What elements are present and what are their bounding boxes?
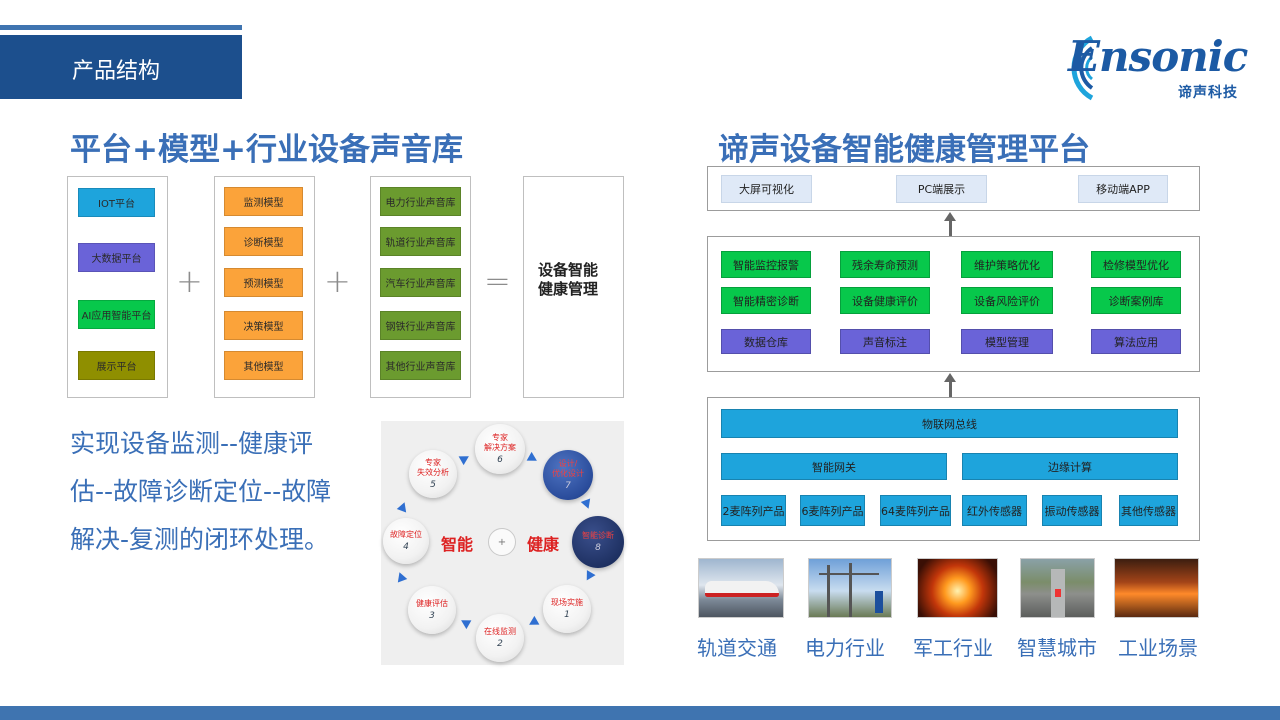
model-chip-other: 其他模型	[224, 351, 303, 380]
platform-chip-iot: IOT平台	[78, 188, 155, 217]
app-chip-repair-model-opt: 检修模型优化	[1091, 251, 1181, 278]
cycle-node-number: 2	[497, 639, 503, 649]
cycle-node-fault-locate: 故障定位 4	[383, 518, 429, 564]
gateway-chip: 智能网关	[721, 453, 947, 480]
plus-operator-1: +	[176, 262, 203, 300]
industry-caption-military: 军工行业	[913, 636, 993, 660]
model-chip-diagnose: 诊断模型	[224, 227, 303, 256]
app-chip-monitor-alarm: 智能监控报警	[721, 251, 811, 278]
platform-chip-ai: AI应用智能平台	[78, 300, 155, 329]
left-heading: 平台+模型+行业设备声音库	[70, 132, 463, 168]
cycle-node-label: 智能诊断	[582, 531, 614, 540]
cycle-node-label: 现场实施	[551, 598, 583, 607]
right-heading: 谛声设备智能健康管理平台	[718, 132, 1090, 168]
equals-operator: =	[484, 262, 511, 300]
header-accent-line	[0, 25, 242, 30]
sound-wave-icon	[1071, 35, 1094, 101]
cycle-node-onsite: 现场实施 1	[543, 585, 591, 633]
cycle-node-number: 3	[429, 611, 435, 621]
library-chip-steel: 钢铁行业声音库	[380, 311, 461, 340]
industry-caption-industrial: 工业场景	[1118, 636, 1198, 660]
industrial-scene-image	[1114, 558, 1199, 618]
power-industry-image	[808, 558, 892, 618]
model-chip-predict: 预测模型	[224, 268, 303, 297]
app-chip-risk-eval: 设备风险评价	[961, 287, 1053, 314]
header-title: 产品结构	[72, 59, 161, 84]
app-chip-health-eval: 设备健康评价	[840, 287, 930, 314]
cycle-node-number: 8	[595, 543, 601, 553]
model-chip-monitor: 监测模型	[224, 187, 303, 216]
app-chip-rul-predict: 残余寿命预测	[840, 251, 930, 278]
app-chip-maintenance-opt: 维护策略优化	[961, 251, 1053, 278]
cycle-node-number: 7	[565, 481, 571, 491]
cycle-node-expert-analysis: 专家 失效分析 5	[409, 450, 457, 498]
company-logo: Ensonic 谛声科技	[1052, 30, 1262, 106]
platform-chip-display: 展示平台	[78, 351, 155, 380]
closed-loop-description: 实现设备监测--健康评估--故障诊断定位--故障解决-复测的闭环处理。	[70, 429, 332, 554]
cycle-node-number: 4	[403, 542, 409, 552]
iot-bus-chip: 物联网总线	[721, 409, 1178, 438]
cycle-node-label: 设计/ 优化设计	[552, 459, 584, 478]
plus-operator-2: +	[324, 262, 351, 300]
cycle-node-design: 设计/ 优化设计 7	[543, 450, 593, 500]
footer-bar	[0, 706, 1280, 720]
up-arrow-icon	[944, 373, 956, 382]
cycle-node-label: 故障定位	[390, 530, 422, 539]
display-chip-pc: PC端展示	[896, 175, 987, 203]
app-chip-sound-label: 声音标注	[840, 329, 930, 354]
cycle-node-label: 专家 失效分析	[417, 458, 449, 477]
industry-caption-rail: 轨道交通	[697, 636, 777, 660]
library-chip-auto: 汽车行业声音库	[380, 268, 461, 297]
model-chip-decide: 决策模型	[224, 311, 303, 340]
app-chip-data-warehouse: 数据仓库	[721, 329, 811, 354]
cycle-center-health: 健康	[527, 535, 560, 554]
cycle-node-expert-solution: 专家 解决方案 6	[475, 424, 525, 474]
app-chip-precise-diagnosis: 智能精密诊断	[721, 287, 811, 314]
military-industry-image	[917, 558, 998, 618]
sensor-chip-infrared: 红外传感器	[962, 495, 1027, 526]
up-arrow-stem	[949, 221, 952, 237]
library-chip-power: 电力行业声音库	[380, 187, 461, 216]
library-chip-other: 其他行业声音库	[380, 351, 461, 380]
cycle-node-label: 专家 解决方案	[484, 433, 516, 452]
header-tab: 产品结构	[0, 35, 242, 99]
cycle-node-number: 5	[430, 480, 436, 490]
sensor-chip-other: 其他传感器	[1119, 495, 1178, 526]
cycle-node-label: 在线监测	[484, 627, 516, 636]
library-chip-rail: 轨道行业声音库	[380, 227, 461, 256]
sensor-chip-2mic: 2麦阵列产品	[721, 495, 786, 526]
smart-city-image	[1020, 558, 1095, 618]
sensor-chip-vibration: 振动传感器	[1042, 495, 1102, 526]
app-chip-case-library: 诊断案例库	[1091, 287, 1181, 314]
cycle-node-smart-diagnosis: 智能诊断 8	[572, 516, 624, 568]
rail-transit-image	[698, 558, 784, 618]
logo-subtitle: 谛声科技	[1178, 85, 1238, 101]
cycle-node-health-eval: 健康评估 3	[408, 586, 456, 634]
cycle-node-number: 1	[564, 610, 570, 620]
sensor-chip-6mic: 6麦阵列产品	[800, 495, 865, 526]
platform-chip-bigdata: 大数据平台	[78, 243, 155, 272]
cycle-center-plus: +	[488, 528, 516, 556]
edge-compute-chip: 边缘计算	[962, 453, 1178, 480]
display-chip-bigscreen: 大屏可视化	[721, 175, 812, 203]
app-chip-algorithm: 算法应用	[1091, 329, 1181, 354]
up-arrow-stem	[949, 382, 952, 397]
result-box: 设备智能健康管理	[523, 176, 624, 398]
industry-caption-city: 智慧城市	[1017, 636, 1097, 660]
logo-wordmark: Ensonic	[1068, 32, 1248, 81]
cycle-center-intelligent: 智能	[441, 535, 474, 554]
cycle-node-online-monitor: 在线监测 2	[476, 614, 524, 662]
result-label: 设备智能健康管理	[538, 261, 599, 298]
cycle-node-label: 健康评估	[416, 599, 448, 608]
app-chip-model-manage: 模型管理	[961, 329, 1053, 354]
cycle-node-number: 6	[497, 455, 503, 465]
industry-caption-power: 电力行业	[805, 636, 885, 660]
up-arrow-icon	[944, 212, 956, 221]
sensor-chip-64mic: 64麦阵列产品	[880, 495, 951, 526]
display-chip-mobile: 移动端APP	[1078, 175, 1168, 203]
